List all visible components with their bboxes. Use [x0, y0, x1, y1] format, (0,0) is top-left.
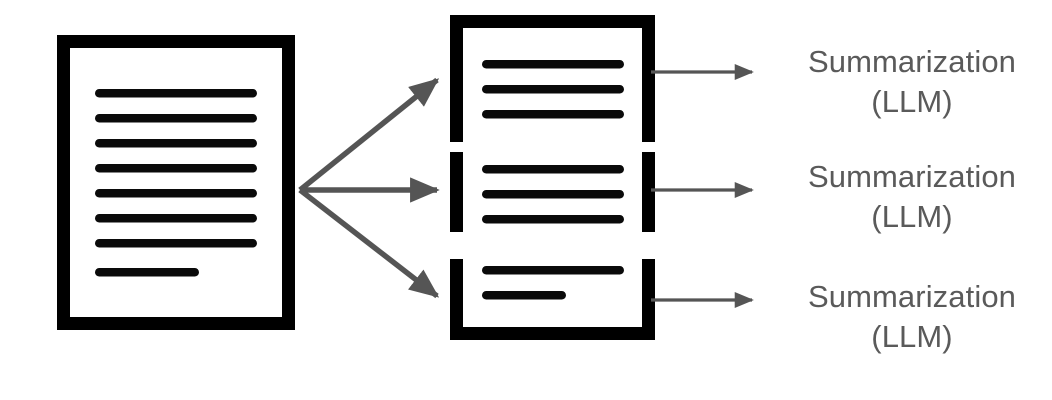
split-arrow-to-chunk-3: [298, 187, 440, 299]
chunk-text-line: [482, 165, 624, 174]
split-arrows: [298, 77, 440, 299]
chunk-text-line: [482, 266, 624, 275]
chunk-text-line-short: [482, 291, 566, 300]
doc-text-line: [95, 214, 257, 223]
chunk-3-border-left: [450, 259, 463, 340]
split-arrow-to-chunk-1: [298, 77, 440, 193]
doc-text-line: [95, 164, 257, 173]
summarization-label-2-line2: (LLM): [871, 199, 953, 234]
chunk-3: [450, 259, 655, 340]
chunk-2-border-left: [450, 152, 463, 232]
summarization-label-1-line2: (LLM): [871, 84, 953, 119]
summarization-label-3-line1: Summarization: [807, 279, 1017, 314]
summarization-label-1-line1: Summarization: [807, 44, 1017, 79]
doc-text-line: [95, 239, 257, 248]
summarization-label-1: Summarization (LLM): [779, 42, 1045, 122]
chunk-text-line: [482, 215, 624, 224]
summarization-label-3-line2: (LLM): [871, 319, 953, 354]
source-document-text-lines: [95, 89, 257, 277]
output-arrows: [651, 64, 754, 308]
source-document: [57, 35, 295, 330]
chunk-text-line: [482, 85, 624, 94]
summarization-label-2: Summarization (LLM): [779, 157, 1045, 237]
chunk-1: [450, 15, 655, 142]
doc-text-line: [95, 139, 257, 148]
chunk-3-text-lines: [482, 266, 624, 300]
doc-text-line: [95, 114, 257, 123]
summarization-label-3: Summarization (LLM): [779, 277, 1045, 357]
source-document-frame: [57, 35, 295, 330]
chunk-1-border-left: [450, 15, 463, 142]
chunk-1-border-top: [450, 15, 655, 28]
chunk-text-line: [482, 60, 624, 69]
chunk-text-line: [482, 110, 624, 119]
chunk-3-border-bottom: [450, 327, 655, 340]
chunk-2-text-lines: [482, 165, 624, 224]
doc-text-line: [95, 189, 257, 198]
doc-text-line: [95, 89, 257, 98]
chunk-1-border-right: [642, 15, 655, 142]
summarization-label-2-line1: Summarization: [807, 159, 1017, 194]
chunk-3-border-right: [642, 259, 655, 340]
chunk-1-text-lines: [482, 60, 624, 119]
chunk-2: [450, 152, 655, 232]
chunk-text-line: [482, 190, 624, 199]
chunk-2-border-right: [642, 152, 655, 232]
doc-text-line-short: [95, 268, 199, 277]
